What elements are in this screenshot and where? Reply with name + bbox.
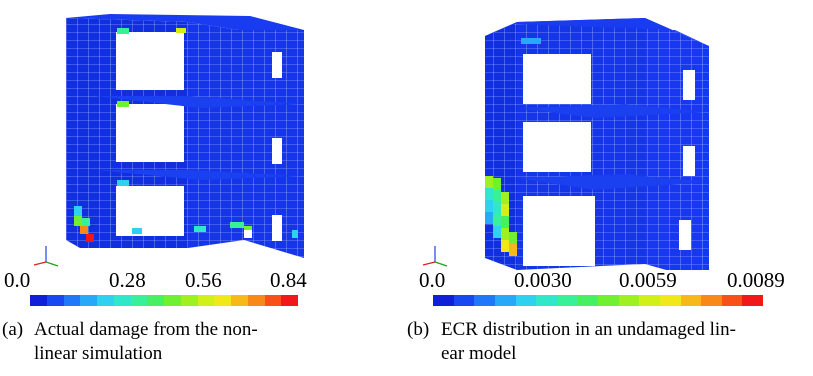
tick-label: 0.84	[270, 268, 307, 292]
window-opening	[683, 70, 695, 100]
tick-label: 0.0030	[514, 268, 572, 292]
caption-line: Actual damage from the non-	[34, 319, 258, 340]
colorbar-segment	[46, 295, 64, 306]
colorbar-segment	[598, 295, 619, 306]
door-opening	[116, 186, 184, 236]
colorbar-segment	[30, 295, 47, 306]
colorbar-segment	[659, 295, 681, 306]
colorbar-segment	[164, 295, 181, 306]
colorbar-segment	[701, 295, 722, 306]
colorbar-segment	[721, 295, 743, 306]
window-opening	[683, 146, 695, 176]
colorbar-segment	[639, 295, 660, 306]
colorbar-segment	[80, 295, 97, 306]
floor-slab	[517, 104, 705, 118]
colorbar-segment	[577, 295, 598, 306]
colorbar-ticks: 0.0 0.0030 0.0059 0.0089	[405, 268, 805, 292]
colorbar-ticks: 0.0 0.28 0.56 0.84	[0, 268, 340, 292]
colorbar-segment	[618, 295, 640, 306]
window-opening	[523, 54, 591, 104]
caption-line: ECR distribution in an undamaged lin-	[441, 319, 736, 340]
colorbar-segment	[63, 295, 81, 306]
floor-slab	[96, 170, 300, 180]
colorbar-segment	[680, 295, 702, 306]
caption-tag: (a)	[2, 319, 24, 340]
colorbar-segment	[214, 295, 231, 306]
colorbar-segment	[515, 295, 537, 306]
colorbar-segment	[433, 295, 454, 306]
colorbar-segment	[264, 295, 282, 306]
caption-line: ear model	[441, 343, 517, 364]
window-opening	[523, 122, 591, 172]
colorbar-segment	[536, 295, 557, 306]
tick-label: 0.28	[109, 268, 146, 292]
caption-line: linear simulation	[34, 343, 163, 364]
colorbar-segment	[147, 295, 164, 306]
axis-triad-icon	[422, 246, 448, 267]
figure-panel-b: 0.0 0.0030 0.0059 0.0089 (b) ECR distrib…	[405, 0, 805, 376]
colorbar-segment	[453, 295, 475, 306]
ecr-mesh-plot	[422, 18, 709, 270]
figure-panel-a: 0.0 0.28 0.56 0.84 (a) Actual damage fro…	[0, 0, 400, 376]
colorbar-segment	[281, 295, 298, 306]
colorbar-segment	[494, 295, 516, 306]
colorbar-segment	[113, 295, 131, 306]
damage-mesh-plot	[33, 14, 304, 267]
colorbar	[30, 295, 298, 306]
tick-label: 0.0	[419, 268, 446, 292]
colorbar-segment	[197, 295, 215, 306]
floor-slab	[517, 174, 705, 190]
colorbar	[433, 295, 763, 306]
door-opening	[523, 196, 595, 266]
window-opening	[272, 138, 282, 164]
colorbar-segment	[556, 295, 578, 306]
floor-slab	[96, 96, 300, 108]
tick-label: 0.0059	[619, 268, 677, 292]
tick-label: 0.56	[185, 268, 222, 292]
tick-label: 0.0089	[727, 268, 785, 292]
axis-triad-icon	[33, 246, 59, 267]
colorbar-segment	[130, 295, 148, 306]
caption-tag: (b)	[407, 319, 430, 340]
window-opening	[272, 52, 282, 78]
window-opening	[272, 215, 282, 241]
colorbar-segment	[231, 295, 248, 306]
colorbar-segment	[742, 295, 763, 306]
colorbar-segment	[97, 295, 114, 306]
tick-label: 0.0	[4, 268, 31, 292]
colorbar-segment	[474, 295, 495, 306]
colorbar-segment	[247, 295, 265, 306]
window-opening	[116, 32, 184, 90]
window-opening	[679, 220, 691, 250]
window-opening	[116, 104, 184, 162]
colorbar-segment	[180, 295, 198, 306]
